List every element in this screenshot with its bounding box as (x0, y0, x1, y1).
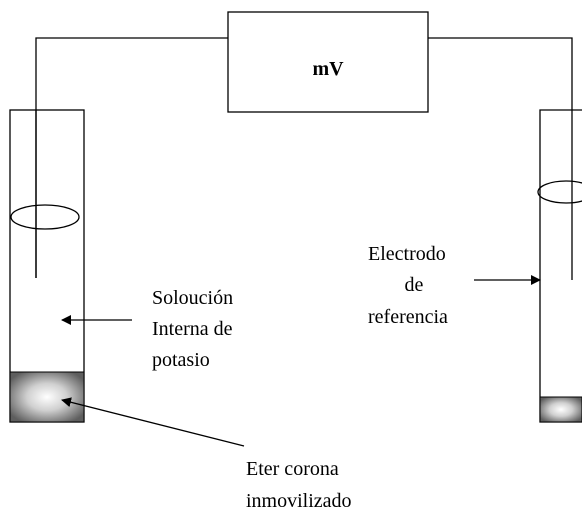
reference-junction (539, 396, 582, 423)
reference-electrode-tube (539, 109, 582, 423)
reference-electrode-line-3: referencia (368, 306, 448, 328)
internal-solution-line-2: Interna de (152, 318, 233, 340)
arrow-crown-ether (61, 397, 245, 447)
internal-solution-line-3: potasio (152, 349, 210, 371)
reference-electrode-ring (537, 180, 582, 204)
reference-electrode-line-2: de (404, 274, 424, 296)
left-electrode-ring (10, 204, 80, 230)
left-wire (35, 37, 228, 278)
crown-ether-line-2: inmovilizado (246, 490, 352, 512)
internal-solution-line-1: Soloución (152, 287, 234, 309)
crown-ether-line-1: Eter corona (246, 458, 339, 480)
voltmeter-box (227, 11, 429, 113)
voltmeter-label: mV (312, 58, 344, 80)
crown-ether-membrane (9, 371, 85, 423)
right-wire (428, 37, 573, 280)
reference-electrode-line-1: Electrodo (368, 243, 446, 265)
